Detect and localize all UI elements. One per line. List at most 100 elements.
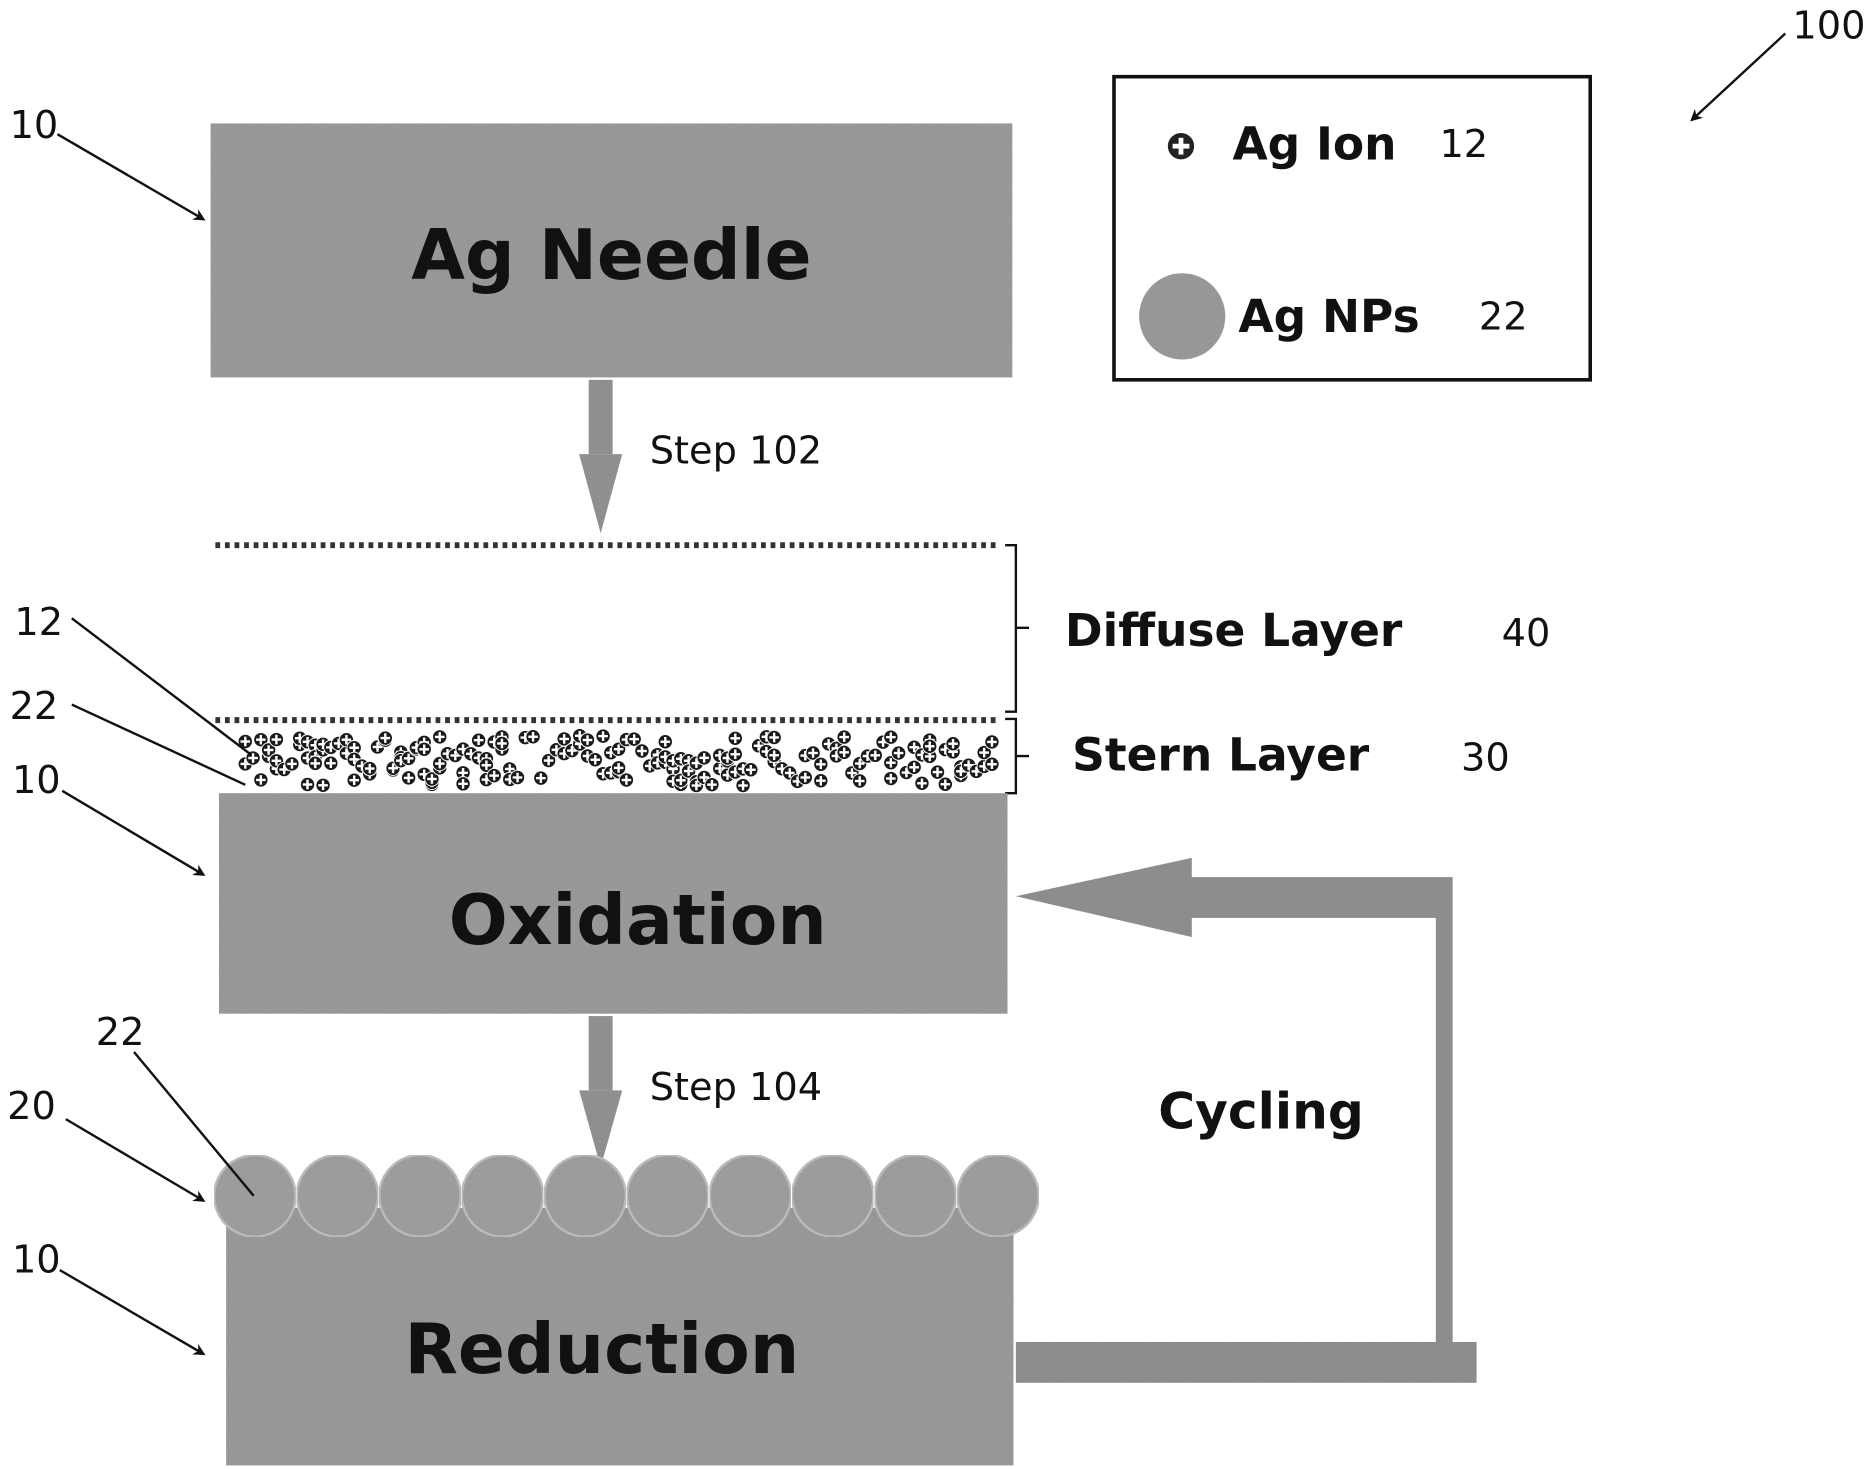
ag-ion-cluster xyxy=(237,728,1000,794)
ag-ion xyxy=(260,742,277,758)
ag-ion xyxy=(805,745,821,761)
ag-nanoparticle xyxy=(378,1153,462,1238)
oxidation-label: Oxidation xyxy=(449,881,827,961)
ag-ion xyxy=(727,730,743,746)
ref-np-oxidation-line xyxy=(71,703,246,786)
ag-ion xyxy=(976,744,992,761)
ag-ion xyxy=(540,752,557,769)
ag-nanoparticle xyxy=(956,1153,1040,1238)
ag-ion xyxy=(618,772,635,788)
ag-ion xyxy=(867,747,883,763)
ag-ion xyxy=(587,752,603,768)
legend-np-label: Ag NPs xyxy=(1238,290,1419,343)
ag-ion xyxy=(525,729,541,745)
ref-np-reduction: 22 xyxy=(96,1010,145,1055)
ag-ion xyxy=(299,776,316,793)
stern-layer-ref: 30 xyxy=(1461,735,1510,780)
ag-ion xyxy=(315,777,331,793)
ag-ion xyxy=(626,731,642,747)
ag-ion xyxy=(797,769,813,786)
ag-ion xyxy=(579,732,596,748)
ag-ion xyxy=(346,772,362,788)
ag-ion xyxy=(922,738,938,754)
ag-ion xyxy=(533,770,549,786)
ag-nanoparticle xyxy=(543,1153,627,1238)
legend-ion-ref: 12 xyxy=(1439,122,1488,167)
ag-nanoparticle xyxy=(625,1153,710,1238)
ag-ion xyxy=(657,734,673,750)
ag-ion xyxy=(906,759,922,775)
step-104-arrow xyxy=(579,1016,623,1168)
ag-ion xyxy=(696,750,712,766)
ag-ion xyxy=(509,769,526,786)
diffuse-layer-bracket xyxy=(1005,543,1030,713)
ag-ion xyxy=(424,771,440,787)
ref-needle-reduction: 10 xyxy=(12,1237,61,1282)
ag-ion xyxy=(455,776,471,792)
ag-ion xyxy=(883,729,899,745)
ag-ion xyxy=(984,734,1000,750)
ag-ion xyxy=(494,735,510,752)
ag-ion xyxy=(813,773,829,789)
stern-layer-bracket xyxy=(1005,717,1030,795)
ag-ion xyxy=(486,767,502,784)
ag-ion xyxy=(400,770,417,786)
ag-ion xyxy=(432,729,448,745)
ag-ion xyxy=(766,747,782,763)
ag-nanoparticle xyxy=(295,1153,380,1238)
ag-ion xyxy=(937,776,953,792)
ref-np-layer-arrow xyxy=(65,1118,206,1202)
ag-ion xyxy=(984,756,1000,772)
ag-needle-label: Ag Needle xyxy=(411,216,811,296)
figure-ref: 100 xyxy=(1792,3,1865,48)
legend-np-ref: 22 xyxy=(1479,294,1528,339)
ref-needle-oxidation-arrow xyxy=(61,789,206,876)
ag-ion xyxy=(595,728,611,744)
ag-ion xyxy=(914,775,930,791)
stern-layer-label: Stern Layer xyxy=(1072,728,1370,781)
ag-ion-legend-icon xyxy=(1167,133,1195,160)
ag-ion xyxy=(727,746,743,762)
ag-ion xyxy=(470,732,487,748)
ag-nanoparticle xyxy=(873,1153,958,1238)
ref-np-oxidation: 22 xyxy=(10,684,59,729)
ag-ion xyxy=(362,760,378,777)
ag-nanoparticle xyxy=(460,1153,545,1238)
figure-ref-arrow xyxy=(1690,32,1787,122)
ag-ion xyxy=(890,745,907,761)
ref-np-reduction-line xyxy=(133,1051,255,1197)
ag-ion xyxy=(416,741,432,757)
ag-ion xyxy=(610,760,627,776)
legend-ion-label: Ag Ion xyxy=(1232,117,1396,170)
ag-ion xyxy=(743,762,759,778)
ag-ion xyxy=(284,756,300,772)
diffuse-layer-label: Diffuse Layer xyxy=(1065,604,1403,657)
ag-ion xyxy=(766,729,782,746)
ag-ion xyxy=(688,777,705,794)
ag-np-legend-icon xyxy=(1139,273,1226,360)
ag-nanoparticle xyxy=(790,1153,875,1238)
ag-ion xyxy=(945,736,961,752)
ref-ion-line xyxy=(71,617,253,756)
reduction-label: Reduction xyxy=(405,1310,800,1390)
ag-ion xyxy=(253,772,269,788)
ag-ion xyxy=(836,744,852,761)
ag-ion xyxy=(253,731,269,748)
diffuse-layer-ref: 40 xyxy=(1502,611,1551,656)
ag-nanoparticle-row xyxy=(212,1153,1040,1238)
ag-ion xyxy=(929,764,946,780)
cycling-arrow xyxy=(1015,857,1477,1383)
ag-ion xyxy=(634,743,650,759)
ag-ion xyxy=(735,777,751,794)
ag-nanoparticle xyxy=(212,1153,297,1238)
reduction-block xyxy=(226,1207,1014,1466)
ag-ion xyxy=(704,776,720,793)
ag-ion xyxy=(478,757,495,773)
step-102-label: Step 102 xyxy=(650,429,822,474)
ag-ion xyxy=(852,773,868,789)
ag-ion xyxy=(237,733,253,750)
ag-ion xyxy=(377,730,393,746)
oxidation-block xyxy=(218,793,1008,1014)
ag-ion xyxy=(455,765,471,781)
